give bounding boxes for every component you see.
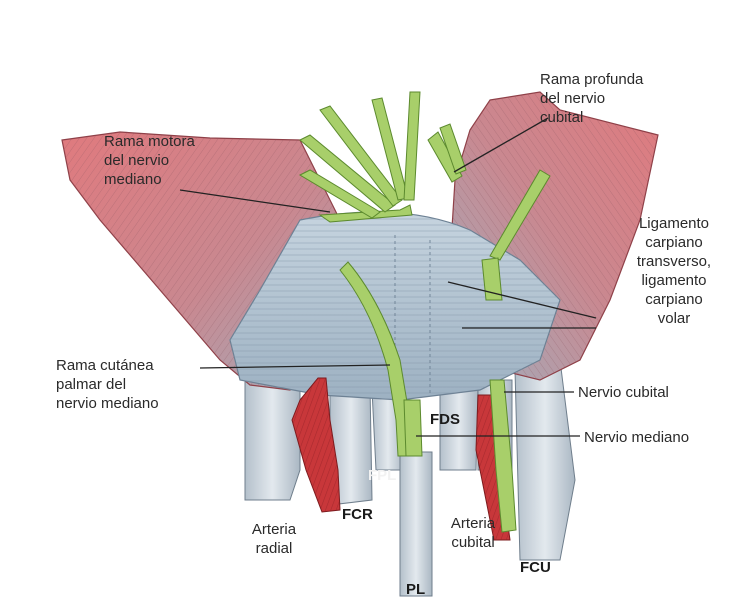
label-fpl: FPL xyxy=(368,466,396,485)
label-rama-motora: Rama motora del nervio mediano xyxy=(104,132,195,189)
label-pl: PL xyxy=(406,580,425,599)
label-fds: FDS xyxy=(430,410,460,429)
label-ligamento: Ligamento carpiano transverso, ligamento… xyxy=(600,214,748,328)
label-nervio-mediano: Nervio mediano xyxy=(584,428,689,447)
label-fcu: FCU xyxy=(520,558,551,577)
label-fcr: FCR xyxy=(342,505,373,524)
label-nervio-cubital: Nervio cubital xyxy=(578,383,669,402)
label-rama-cutanea: Rama cutánea palmar del nervio mediano xyxy=(56,356,159,413)
label-arteria-cubital: Arteria cubital xyxy=(436,514,510,552)
label-rama-profunda: Rama profunda del nervio cubital xyxy=(540,70,643,127)
label-arteria-radial: Arteria radial xyxy=(238,520,310,558)
